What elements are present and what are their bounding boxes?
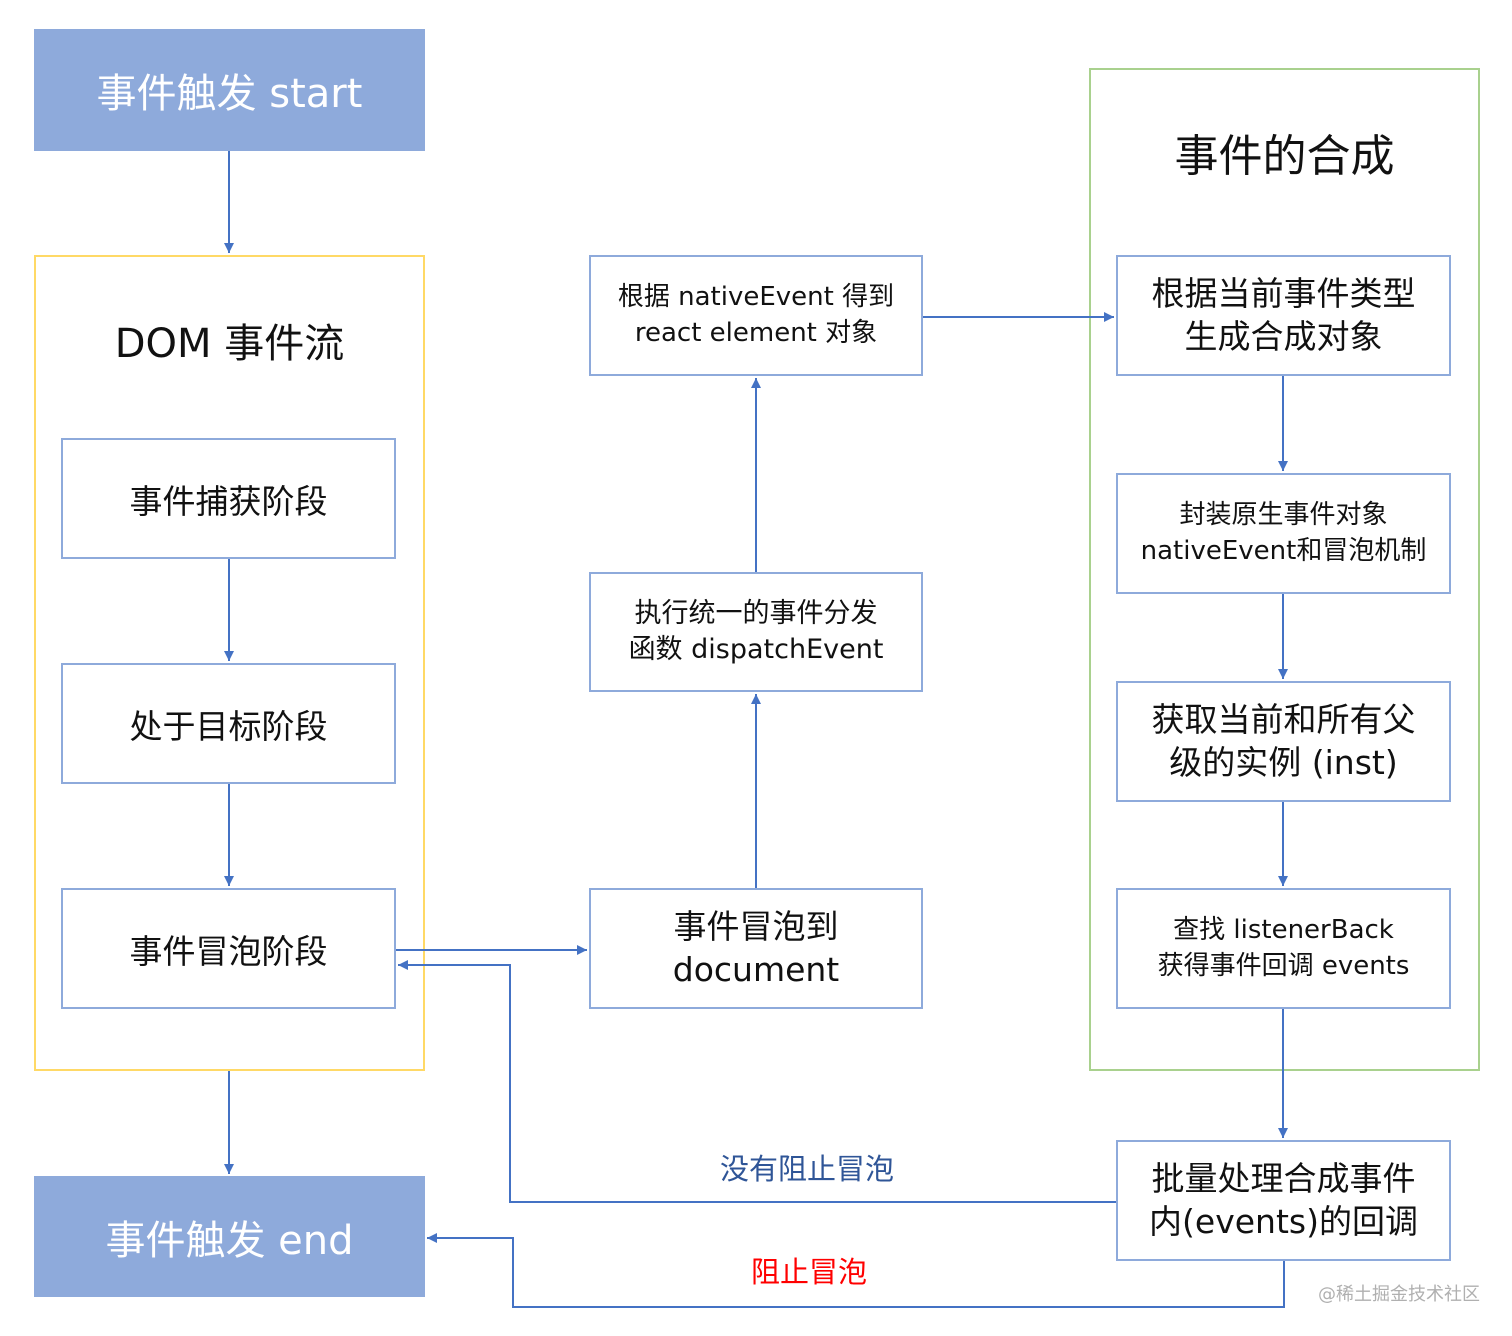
target-phase-label: 处于目标阶段 (129, 706, 328, 746)
find-listener-line-1: 查找 listenerBack (1173, 915, 1394, 946)
capture-phase-label: 事件捕获阶段 (129, 481, 328, 521)
find-listener-node: 查找 listenerBack 获得事件回调 events (1116, 888, 1451, 1009)
event-synthesis-title: 事件的合成 (1174, 131, 1395, 182)
watermark: @稀土掘金技术社区 (1318, 1284, 1480, 1305)
get-react-element-line-2: react element 对象 (634, 317, 878, 348)
create-synthetic-object-line-1: 根据当前事件类型 (1151, 273, 1416, 313)
get-instances-line-2: 级的实例 (inst) (1169, 742, 1398, 782)
capture-phase-node: 事件捕获阶段 (61, 438, 396, 559)
dom-event-flow-group: DOM 事件流 (34, 255, 425, 1071)
bubble-to-document-line-2: document (672, 949, 840, 989)
arrow-no-stop-bubble (398, 960, 1116, 1203)
dispatch-event-line-1: 执行统一的事件分发 (634, 597, 878, 629)
dom-event-flow-title: DOM 事件流 (114, 321, 345, 367)
no-stop-bubble-label: 没有阻止冒泡 (720, 1152, 895, 1186)
get-react-element-line-1: 根据 nativeEvent 得到 (617, 282, 895, 313)
start-label: 事件触发 start (96, 71, 363, 117)
wrap-native-event-node: 封装原生事件对象 nativeEvent和冒泡机制 (1116, 473, 1451, 594)
create-synthetic-object-line-2: 生成合成对象 (1184, 316, 1383, 356)
bubble-to-document-line-1: 事件冒泡到 (673, 906, 839, 946)
bubble-phase-node: 事件冒泡阶段 (61, 888, 396, 1009)
get-instances-node: 获取当前和所有父 级的实例 (inst) (1116, 681, 1451, 802)
stop-bubble-label: 阻止冒泡 (751, 1255, 868, 1289)
wrap-native-event-line-1: 封装原生事件对象 (1179, 500, 1388, 531)
target-phase-node: 处于目标阶段 (61, 663, 396, 784)
start-node: 事件触发 start (34, 29, 425, 151)
get-instances-line-1: 获取当前和所有父 (1151, 699, 1416, 739)
dispatch-event-node: 执行统一的事件分发 函数 dispatchEvent (589, 572, 923, 692)
bubble-phase-label: 事件冒泡阶段 (129, 931, 328, 971)
event-synthesis-group: 事件的合成 (1089, 68, 1480, 1071)
dispatch-event-line-2: 函数 dispatchEvent (628, 634, 884, 665)
batch-process-line-1: 批量处理合成事件 (1151, 1158, 1416, 1198)
create-synthetic-object-node: 根据当前事件类型 生成合成对象 (1116, 255, 1451, 376)
find-listener-line-2: 获得事件回调 events (1157, 950, 1410, 981)
batch-process-node: 批量处理合成事件 内(events)的回调 (1116, 1140, 1451, 1261)
batch-process-line-2: 内(events)的回调 (1149, 1201, 1418, 1241)
end-label: 事件触发 end (105, 1217, 354, 1264)
end-node: 事件触发 end (34, 1176, 425, 1297)
get-react-element-node: 根据 nativeEvent 得到 react element 对象 (589, 255, 923, 376)
wrap-native-event-line-2: nativeEvent和冒泡机制 (1140, 535, 1427, 566)
arrow-stop-bubble (427, 1233, 1285, 1308)
bubble-to-document-node: 事件冒泡到 document (589, 888, 923, 1009)
